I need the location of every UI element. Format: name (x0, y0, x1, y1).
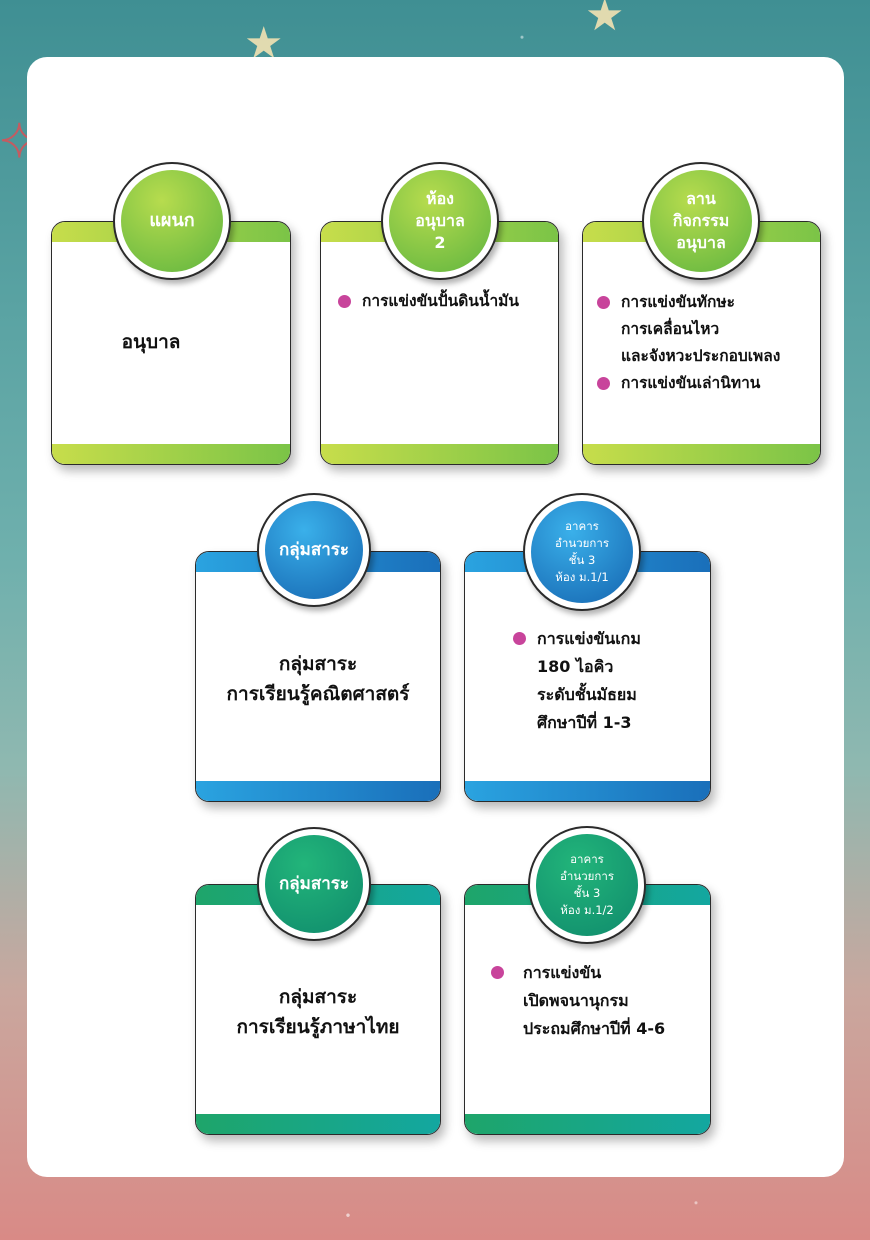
circle-label-line: ห้อง ม.1/1 (555, 570, 609, 584)
department-name: กลุ่มสาระ การเรียนรู้คณิตศาสตร์ (196, 649, 440, 709)
department-name-line: การเรียนรู้คณิตศาสตร์ (226, 683, 410, 705)
activity-list: การแข่งขันเกม 180 ไอคิว ระดับชั้นมัธยม ศ… (513, 625, 641, 737)
card-bottom-bar (583, 444, 820, 464)
card-bottom-bar (321, 444, 558, 464)
circle-label: กลุ่มสาระ (278, 540, 350, 560)
list-item: การแข่งขันเล่านิทาน (597, 370, 780, 397)
circle-label-line: อนุบาล (676, 233, 726, 252)
bullet-dot (338, 295, 351, 308)
header-circle-yard: ลาน กิจกรรม อนุบาล (642, 162, 760, 280)
star-decoration-icon: ★ (585, 0, 625, 41)
circle-label-line: ห้อง ม.1/2 (560, 903, 614, 917)
header-circle-department: แผนก (113, 162, 231, 280)
activity-list: การแข่งขันทักษะ การเคลื่อนไหว และจังหวะป… (597, 289, 780, 397)
list-item: การแข่งขัน เปิดพจนานุกรม ประถมศึกษาปีที่… (491, 959, 665, 1043)
card-bottom-bar (52, 444, 290, 464)
header-circle-room: ห้อง อนุบาล 2 (381, 162, 499, 280)
department-name-line: กลุ่มสาระ (278, 653, 358, 675)
activity-list: การแข่งขัน เปิดพจนานุกรม ประถมศึกษาปีที่… (491, 959, 665, 1043)
card-bottom-bar (196, 1114, 440, 1134)
circle-label-line: ชั้น 3 (568, 553, 596, 567)
circle-label-line: อาคาร (570, 852, 604, 866)
list-item: การแข่งขันปั้นดินน้ำมัน (338, 288, 519, 315)
circle-label-line: อาคาร (565, 519, 599, 533)
header-circle-math: กลุ่มสาระ (257, 493, 371, 607)
header-circle-thai: กลุ่มสาระ (257, 827, 371, 941)
circle-label-line: ชั้น 3 (573, 886, 601, 900)
circle-label: กลุ่มสาระ (278, 874, 350, 894)
department-name: กลุ่มสาระ การเรียนรู้ภาษาไทย (196, 982, 440, 1042)
list-item: การแข่งขันทักษะ การเคลื่อนไหว และจังหวะป… (597, 289, 780, 370)
card-bottom-bar (465, 781, 710, 801)
circle-label-line: อำนวยการ (554, 536, 610, 550)
bullet-dot (597, 377, 610, 390)
department-name: อนุบาล (121, 331, 181, 353)
circle-label-line: อำนวยการ (559, 869, 615, 883)
card-bottom-bar (196, 781, 440, 801)
header-circle-location-thai: อาคาร อำนวยการ ชั้น 3 ห้อง ม.1/2 (528, 826, 646, 944)
header-circle-location-math: อาคาร อำนวยการ ชั้น 3 ห้อง ม.1/1 (523, 493, 641, 611)
card-math-activity: การแข่งขันเกม 180 ไอคิว ระดับชั้นมัธยม ศ… (464, 551, 711, 802)
circle-label-line: ห้อง (426, 189, 454, 208)
activity-list: การแข่งขันปั้นดินน้ำมัน (338, 288, 519, 315)
circle-label-line: ลาน (686, 189, 716, 208)
circle-label-line: กิจกรรม (672, 211, 730, 230)
card-kindergarten-room: การแข่งขันปั้นดินน้ำมัน (320, 221, 559, 465)
department-name-line: กลุ่มสาระ (278, 986, 358, 1008)
bullet-dot (597, 296, 610, 309)
list-item: การแข่งขันเกม 180 ไอคิว ระดับชั้นมัธยม ศ… (513, 625, 641, 737)
bullet-dot (513, 632, 526, 645)
card-bottom-bar (465, 1114, 710, 1134)
circle-label-line: อนุบาล (415, 211, 465, 230)
bullet-dot (491, 966, 504, 979)
department-name-line: การเรียนรู้ภาษาไทย (236, 1016, 400, 1038)
circle-label-line: 2 (434, 233, 446, 252)
circle-label: แผนก (149, 210, 195, 231)
